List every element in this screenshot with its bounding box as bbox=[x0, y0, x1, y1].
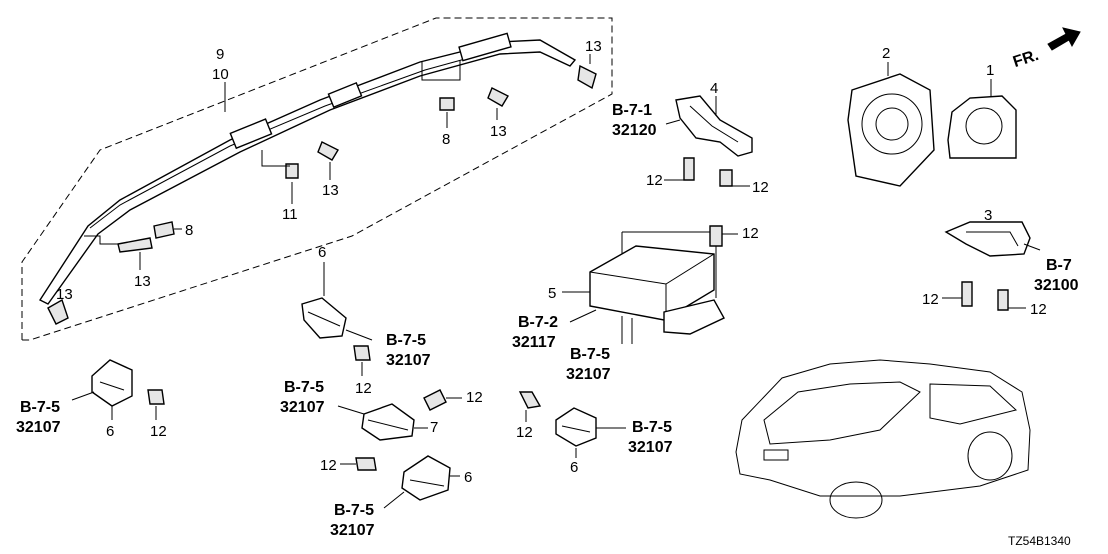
callout-13-mid: 13 bbox=[322, 182, 339, 199]
bolt-13-mid bbox=[317, 141, 339, 161]
callout-12-bottom: 12 bbox=[320, 457, 337, 474]
ref-b7-5-right: B-7-5 bbox=[632, 419, 672, 436]
ref-b7-5-srs: B-7-5 bbox=[570, 346, 610, 363]
clip-11 bbox=[285, 163, 299, 179]
bolt-12-sensor7 bbox=[423, 389, 447, 411]
ref-b7-5-bottom-num: 32107 bbox=[330, 522, 375, 539]
callout-13-upper: 13 bbox=[490, 123, 507, 140]
ref-b7-5-upper: B-7-5 bbox=[386, 332, 426, 349]
callout-2: 2 bbox=[882, 45, 890, 62]
srs-unit-5[interactable] bbox=[589, 245, 725, 335]
callout-12-bracket4-right: 12 bbox=[752, 179, 769, 196]
ref-b7-2-num: 32117 bbox=[512, 334, 556, 351]
callout-6-upper: 6 bbox=[318, 244, 326, 261]
ref-b7-2: B-7-2 bbox=[518, 314, 558, 331]
suv-outline-icon bbox=[735, 359, 1031, 519]
callout-5: 5 bbox=[548, 285, 556, 302]
callout-13-lowermid: 13 bbox=[134, 273, 151, 290]
ref-b7-1-num: 32120 bbox=[612, 122, 657, 139]
airbag-group-boundary bbox=[21, 17, 613, 341]
bolt-12-bottom bbox=[355, 457, 377, 471]
callout-9: 9 bbox=[216, 46, 224, 63]
callout-7: 7 bbox=[430, 419, 438, 436]
callout-12-left: 12 bbox=[150, 423, 167, 440]
bolt-13-lowermid bbox=[117, 237, 153, 253]
bolt-12-bracket3-left bbox=[961, 281, 973, 307]
callout-6-left: 6 bbox=[106, 423, 114, 440]
bolt-12-bracket4-right bbox=[719, 169, 733, 187]
callout-13-lower: 13 bbox=[56, 286, 73, 303]
callout-8-upper: 8 bbox=[442, 131, 450, 148]
callout-1: 1 bbox=[986, 62, 994, 79]
callout-12-upper: 12 bbox=[355, 380, 372, 397]
callout-11: 11 bbox=[282, 206, 298, 223]
clock-spring-2[interactable] bbox=[847, 73, 935, 187]
callout-3: 3 bbox=[984, 207, 992, 224]
bolt-13-upper bbox=[487, 87, 509, 107]
ref-b7-5-sensor7: B-7-5 bbox=[284, 379, 324, 396]
diagram-code: TZ54B1340 bbox=[1008, 534, 1071, 548]
callout-12-bracket4-left: 12 bbox=[646, 172, 663, 189]
bolt-12-left bbox=[147, 389, 165, 405]
sensor-6-right[interactable] bbox=[555, 407, 597, 447]
ref-b7-5-sensor7-num: 32107 bbox=[280, 399, 325, 416]
ref-b7-5-left-num: 32107 bbox=[16, 419, 61, 436]
clip-8-lower bbox=[153, 221, 175, 239]
callout-6-bottom: 6 bbox=[464, 469, 472, 486]
ref-b7-5-left: B-7-5 bbox=[20, 399, 60, 416]
clip-8-upper bbox=[439, 97, 455, 111]
ref-b7-5-srs-num: 32107 bbox=[566, 366, 611, 383]
ref-b7-5-bottom: B-7-5 bbox=[334, 502, 374, 519]
cover-1[interactable] bbox=[947, 95, 1017, 159]
bolt-12-right bbox=[518, 391, 542, 409]
callout-10: 10 bbox=[212, 66, 229, 83]
bolt-12-srs bbox=[709, 225, 723, 247]
callout-4: 4 bbox=[710, 80, 718, 97]
sensor-6-upper[interactable] bbox=[301, 297, 347, 339]
ref-b7-5-right-num: 32107 bbox=[628, 439, 673, 456]
callout-12-sensor7: 12 bbox=[466, 389, 483, 406]
callout-12-bracket3-left: 12 bbox=[922, 291, 939, 308]
sensor-7[interactable] bbox=[361, 403, 415, 441]
bolt-12-upper bbox=[353, 345, 371, 361]
bolt-12-bracket3-right bbox=[997, 289, 1009, 311]
callout-8-lower: 8 bbox=[185, 222, 193, 239]
bolt-12-bracket4-left bbox=[683, 157, 695, 181]
bolt-13-top bbox=[577, 64, 597, 90]
callout-13-top: 13 bbox=[585, 38, 602, 55]
ref-b7: B-7 bbox=[1046, 257, 1072, 274]
ref-b7-num: 32100 bbox=[1034, 277, 1079, 294]
callout-6-right: 6 bbox=[570, 459, 578, 476]
bracket-3[interactable] bbox=[944, 221, 1031, 257]
sensor-6-bottom[interactable] bbox=[401, 455, 451, 501]
callout-12-bracket3-right: 12 bbox=[1030, 301, 1047, 318]
bolt-13-lower bbox=[47, 298, 69, 325]
front-arrow-icon bbox=[1047, 27, 1081, 51]
callout-12-right: 12 bbox=[516, 424, 533, 441]
front-direction-label: FR. bbox=[1011, 47, 1041, 71]
sensor-6-left[interactable] bbox=[91, 359, 133, 407]
bracket-4[interactable] bbox=[675, 95, 753, 157]
ref-b7-5-upper-num: 32107 bbox=[386, 352, 431, 369]
curtain-airbag[interactable] bbox=[38, 32, 577, 305]
callout-12-srs: 12 bbox=[742, 225, 759, 242]
ref-b7-1: B-7-1 bbox=[612, 102, 652, 119]
